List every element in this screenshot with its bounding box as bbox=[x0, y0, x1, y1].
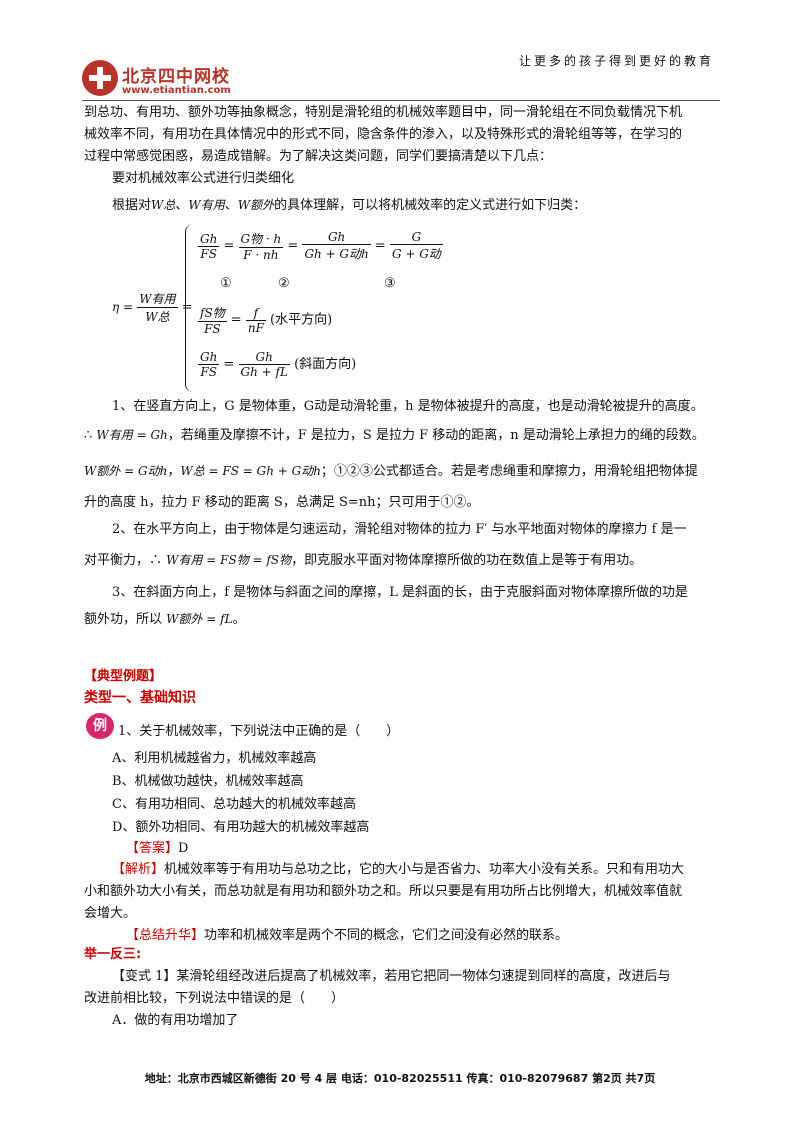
intro-line: 到总功、有用功、额外功等抽象概念，特别是滑轮组的机械效率题目中，同一滑轮组在不同… bbox=[84, 105, 683, 120]
analysis-line: 【解析】机械效率等于有用功与总功之比，它的大小与是否省力、功率大小没有关系。只和… bbox=[112, 862, 685, 877]
logo-name: 北京四中网校 bbox=[122, 67, 230, 87]
practice-title: 举一反三: bbox=[84, 947, 142, 962]
p1-line: ∴ W有用 = Gh，若绳重及摩擦不计，F 是拉力，S 是拉力 F 移动的距离，… bbox=[84, 428, 705, 443]
analysis-line: 小和额外功大小有关，而总功就是有用功和额外功之和。所以只要是有用功所占比例增大，… bbox=[84, 884, 683, 899]
option-a: A、利用机械越省力，机械效率越高 bbox=[112, 751, 317, 766]
option-b: B、机械做功越快，机械效率越高 bbox=[112, 774, 304, 789]
p1-line: W额外 = G动h，W总 = FS = Gh + G动h；①②③公式都适合。若是… bbox=[84, 464, 698, 479]
p1-line: 1、在竖直方向上，G 是物体重，G动是动滑轮重，h 是物体被提升的高度，也是动滑… bbox=[112, 399, 704, 414]
formula-mark-3: ③ bbox=[384, 276, 396, 291]
variant-line: 【变式 1】某滑轮组经改进后提高了机械效率，若用它把同一物体匀速提到同样的高度，… bbox=[112, 969, 671, 984]
type-title: 类型一、基础知识 bbox=[84, 690, 196, 706]
header-slogan: 让更多的孩子得到更好的教育 bbox=[518, 54, 714, 68]
variant-line: 改进前相比较，下列说法中错误的是（ ） bbox=[84, 991, 345, 1006]
example-badge: 例 bbox=[86, 713, 114, 739]
p3-line: 3、在斜面方向上，f 是物体与斜面之间的摩擦，L 是斜面的长，由于克服斜面对物体… bbox=[112, 585, 688, 600]
header-divider bbox=[82, 100, 720, 101]
section-title: 【典型例题】 bbox=[84, 669, 163, 684]
intro-line: 械效率不同，有用功在具体情况中的形式不同，隐含条件的渗入，以及特殊形式的滑轮组等… bbox=[84, 127, 683, 142]
p3-line: 额外功，所以 W额外 = fL。 bbox=[84, 612, 246, 627]
formula-mark-1: ① bbox=[220, 276, 232, 291]
p2-line: 对平衡力，∴ W有用 = FS物 = fS物，即克服水平面对物体摩擦所做的功在数… bbox=[84, 553, 643, 568]
analysis-line: 会增大。 bbox=[84, 906, 137, 921]
option-d: D、额外功相同、有用功越大的机械效率越高 bbox=[112, 820, 370, 835]
p2-line: 2、在水平方向上，由于物体是匀速运动，滑轮组对物体的拉力 F′ 与水平地面对物体… bbox=[112, 522, 687, 537]
example-question: 1、关于机械效率，下列说法中正确的是（ ） bbox=[118, 724, 400, 739]
school-logo-icon bbox=[82, 60, 118, 96]
p1-line: 升的高度 h，拉力 F 移动的距离 S，总满足 S=nh；只可用于①②。 bbox=[84, 495, 480, 510]
intro-line: 过程中常感觉困惑，易造成错解。为了解决这类问题，同学们要搞清楚以下几点： bbox=[84, 149, 553, 164]
sub-heading: 要对机械效率公式进行归类细化 bbox=[112, 171, 295, 186]
formula-brace bbox=[185, 224, 196, 392]
summary-line: 【总结升华】功率和机械效率是两个不同的概念，它们之间没有必然的联系。 bbox=[126, 928, 569, 943]
option-c: C、有用功相同、总功越大的机械效率越高 bbox=[112, 797, 356, 812]
classify-line: 根据对W总、W有用、W额外的具体理解，可以将机械效率的定义式进行如下归类： bbox=[112, 198, 587, 213]
answer-line: 【答案】D bbox=[126, 841, 189, 856]
logo-url: www.etiantian.com bbox=[122, 85, 231, 96]
formula-mark-2: ② bbox=[278, 276, 290, 291]
variant-option-a: A．做的有用功增加了 bbox=[112, 1013, 239, 1028]
page-footer: 地址：北京市西城区新德街 20 号 4 层 电话：010-82025511 传真… bbox=[144, 1072, 656, 1085]
